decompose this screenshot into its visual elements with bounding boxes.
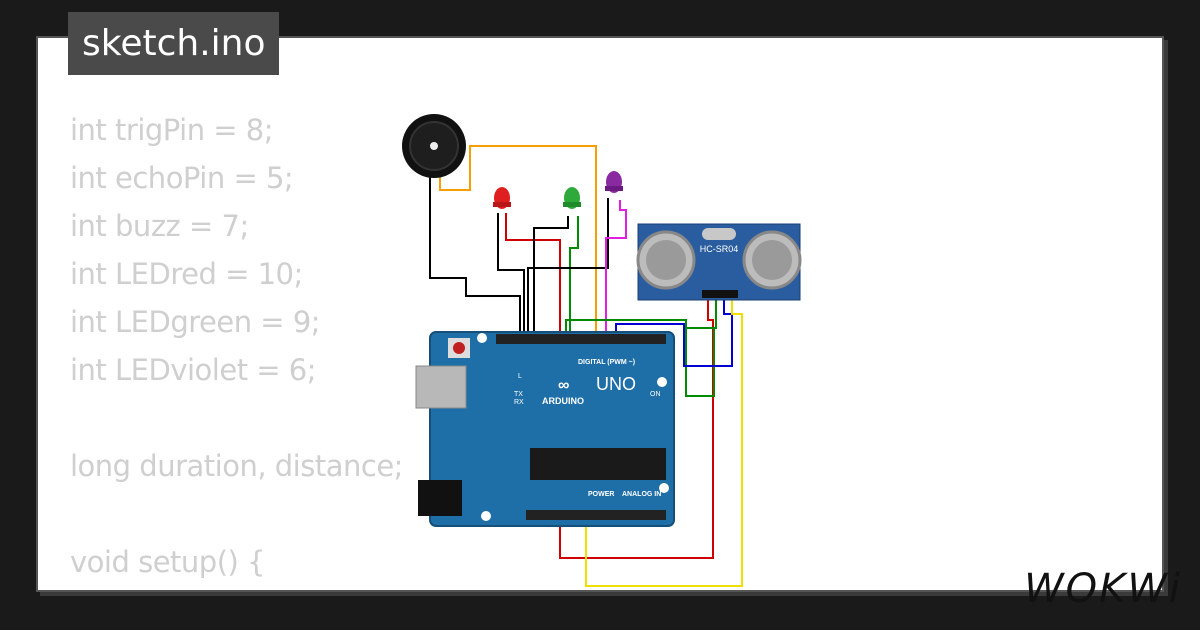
sensor-label: HC-SR04 [700, 244, 739, 254]
code-line: int trigPin = 8; [70, 113, 274, 147]
buzzer[interactable] [402, 114, 466, 178]
file-name-tab[interactable]: sketch.ino [68, 12, 280, 75]
led-violet[interactable] [605, 171, 623, 193]
wire-led-violet-gnd [527, 198, 609, 338]
wire-led-red-gnd [497, 213, 525, 338]
led-red[interactable] [493, 187, 511, 209]
code-line: long duration, distance; [70, 449, 403, 483]
wire-buzzer-signal [439, 145, 597, 338]
project-preview-card: int trigPin = 8; int echoPin = 5; int buzz… [36, 36, 1164, 592]
wire-sensor-vcc [559, 296, 714, 559]
svg-text:ON: ON [650, 391, 661, 398]
svg-text:L: L [518, 373, 522, 380]
svg-text:ARDUINO: ARDUINO [542, 396, 584, 406]
wire-sensor-trig-2 [565, 319, 687, 338]
svg-text:RX: RX [514, 399, 524, 406]
svg-text:∞: ∞ [558, 377, 569, 394]
svg-text:POWER: POWER [588, 491, 614, 498]
code-line: int LEDgreen = 9; [70, 305, 321, 339]
wire-sensor-echo [615, 296, 733, 367]
led-green[interactable] [563, 187, 581, 209]
code-line: int buzz = 7; [70, 209, 249, 243]
arduino-uno-board[interactable]: ∞ UNO ARDUINO DIGITAL (PWM ~) POWER ANAL… [415, 331, 675, 527]
wire-led-green-gnd [533, 216, 569, 338]
wire-buzzer-gnd [429, 173, 521, 338]
code-line: int LEDred = 10; [70, 257, 303, 291]
svg-text:UNO: UNO [596, 374, 636, 394]
wire-sensor-trig [685, 296, 717, 397]
code-line: int LEDviolet = 6; [70, 353, 317, 387]
code-line: void setup() { [70, 545, 265, 579]
circuit-diagram: HC-SR04 ∞ UNO ARDUINO DIGITAL (PWM ~) [402, 114, 802, 587]
code-line: int echoPin = 5; [70, 161, 294, 195]
wire-led-green-signal [569, 216, 579, 338]
wokwi-logo: WOKWi [1024, 566, 1182, 612]
code-preview: int trigPin = 8; int echoPin = 5; int buzz… [70, 106, 403, 586]
ultrasonic-sensor[interactable]: HC-SR04 [636, 223, 802, 301]
svg-text:TX: TX [514, 391, 523, 398]
wire-sensor-gnd [585, 296, 743, 587]
wire-led-violet-signal [605, 200, 627, 338]
svg-text:DIGITAL (PWM ~): DIGITAL (PWM ~) [578, 359, 635, 366]
svg-text:ANALOG IN: ANALOG IN [622, 491, 661, 498]
